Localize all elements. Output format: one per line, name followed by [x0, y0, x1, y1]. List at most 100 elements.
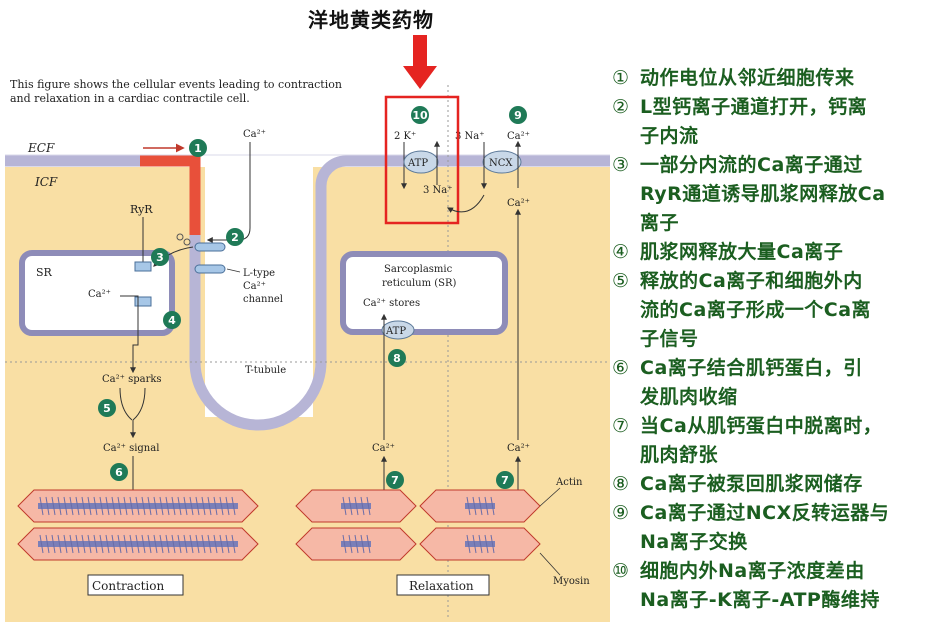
step-item: Na离子交换 [612, 528, 938, 557]
serca-atp [381, 320, 415, 340]
step-number: ⑩ [612, 560, 630, 582]
step-marker: 10 [411, 106, 429, 124]
step-marker: 9 [509, 106, 527, 124]
step-marker-number: 2 [231, 231, 239, 244]
step-text: 动作电位从邻近细胞传来 [640, 67, 855, 89]
step-marker-number: 9 [514, 109, 522, 122]
l-type-leader [226, 268, 241, 273]
ncx-ca-relax-label: Ca²⁺ [507, 443, 530, 454]
step-marker-number: 7 [501, 474, 509, 487]
step-marker-number: 4 [168, 314, 176, 327]
serca-atp-label: ATP [385, 326, 406, 337]
sarcomere [17, 489, 259, 523]
cell-membrane [5, 155, 610, 431]
step-item: 发肌肉收缩 [612, 383, 938, 412]
step-item: ⑧ Ca离子被泵回肌浆网储存 [612, 470, 938, 499]
step-text: Ca离子结合肌钙蛋白，引 [640, 357, 863, 379]
ca-sparks-label: Ca²⁺ sparks [102, 374, 162, 385]
step-text: 释放的Ca离子和细胞外内 [640, 270, 863, 292]
actin-leader [539, 487, 561, 507]
step-text: 流的Ca离子形成一个Ca离 [640, 299, 872, 321]
step-number: ⑥ [612, 357, 630, 379]
l-type-label: L-type [243, 268, 275, 279]
step-number: ④ [612, 241, 630, 263]
sparks-arrow-right [132, 387, 146, 421]
step-item: 肌肉舒张 [612, 441, 938, 470]
step-marker-number: 8 [393, 352, 401, 365]
ncx-ca-icf-label: Ca²⁺ [507, 198, 530, 209]
sarcomere [419, 527, 541, 561]
sarcomere [17, 527, 259, 561]
step-marker: 3 [151, 248, 169, 266]
step-item: Na离子-K离子-ATP酶维持 [612, 586, 938, 615]
step-text: Ca离子通过NCX反转运器与 [640, 502, 890, 524]
step-text: L型钙离子通道打开，钙离 [640, 96, 868, 118]
step-item: 子内流 [612, 122, 938, 151]
ca-stores-label: Ca²⁺ stores [363, 298, 420, 309]
ryr-label: RyR [130, 203, 153, 216]
step-marker: 4 [163, 311, 181, 329]
step-text: 子内流 [640, 125, 699, 147]
sarcomere-group [17, 489, 541, 561]
sr-label: SR [36, 266, 53, 279]
step-marker: 7 [386, 471, 404, 489]
l-type-channel [176, 233, 226, 274]
drug-target-arrow [403, 35, 437, 89]
sr-full-label-2: reticulum (SR) [382, 278, 457, 289]
step-number: ② [612, 96, 630, 118]
step-text: 肌肉舒张 [640, 444, 719, 466]
icf-label: ICF [34, 175, 58, 189]
step-item: 离子 [612, 209, 938, 238]
myosin-leader [539, 552, 561, 576]
sparks-arrow-left [119, 387, 133, 421]
step-text: 当Ca从肌钙蛋白中脱离时， [640, 415, 883, 437]
figure-caption-line2: and relaxation in a cardiac contractile … [10, 92, 250, 105]
sr-right [340, 251, 508, 335]
step-marker-number: 3 [156, 251, 164, 264]
ca-signal-label: Ca²⁺ signal [103, 443, 159, 454]
sr-ca-label: Ca²⁺ [88, 289, 111, 300]
step-text: RyR通道诱导肌浆网释放Ca [640, 183, 886, 205]
step-text: 子信号 [640, 328, 699, 350]
actin-label: Actin [555, 477, 583, 488]
ncx-exchanger [482, 150, 522, 174]
l-type-ca-label: Ca²⁺ [243, 281, 266, 292]
step-item: ② L型钙离子通道打开，钙离 [612, 93, 938, 122]
step-number: ⑧ [612, 473, 630, 495]
step-text: Ca离子被泵回肌浆网储存 [640, 473, 863, 495]
relaxation-box [396, 574, 490, 596]
relax-ca-label: Ca²⁺ [372, 443, 395, 454]
step-text: 一部分内流的Ca离子通过 [640, 154, 863, 176]
ncx-na-label: 3 Na⁺ [455, 131, 485, 142]
ryr-channel-lower [134, 296, 152, 307]
step-marker: 6 [110, 463, 128, 481]
ecf-label: ECF [27, 141, 55, 155]
step-text: Na离子交换 [640, 531, 748, 553]
na-k-atpase [403, 150, 439, 174]
step-marker-number: 1 [194, 142, 202, 155]
contraction-label: Contraction [92, 579, 164, 593]
step-text: Na离子-K离子-ATP酶维持 [640, 589, 880, 611]
step-text: 发肌肉收缩 [640, 386, 738, 408]
step-marker: 7 [496, 471, 514, 489]
step-number: ⑤ [612, 270, 630, 292]
step-item: ⑥ Ca离子结合肌钙蛋白，引 [612, 354, 938, 383]
step-text: 肌浆网释放大量Ca离子 [640, 241, 844, 263]
step-number: ⑦ [612, 415, 630, 437]
na-recycle-arrow [446, 194, 485, 213]
page-title: 洋地黄类药物 [308, 8, 434, 32]
contraction-box [87, 574, 184, 596]
step-marker: 1 [189, 139, 207, 157]
step-item: 流的Ca离子形成一个Ca离 [612, 296, 938, 325]
figure-caption-line1: This figure shows the cellular events le… [10, 78, 342, 91]
sarcomere [295, 527, 417, 561]
step-item: RyR通道诱导肌浆网释放Ca [612, 180, 938, 209]
sr-release-arrow [120, 295, 139, 374]
membrane-depolarization [140, 155, 201, 235]
step-marker: 2 [226, 228, 244, 246]
